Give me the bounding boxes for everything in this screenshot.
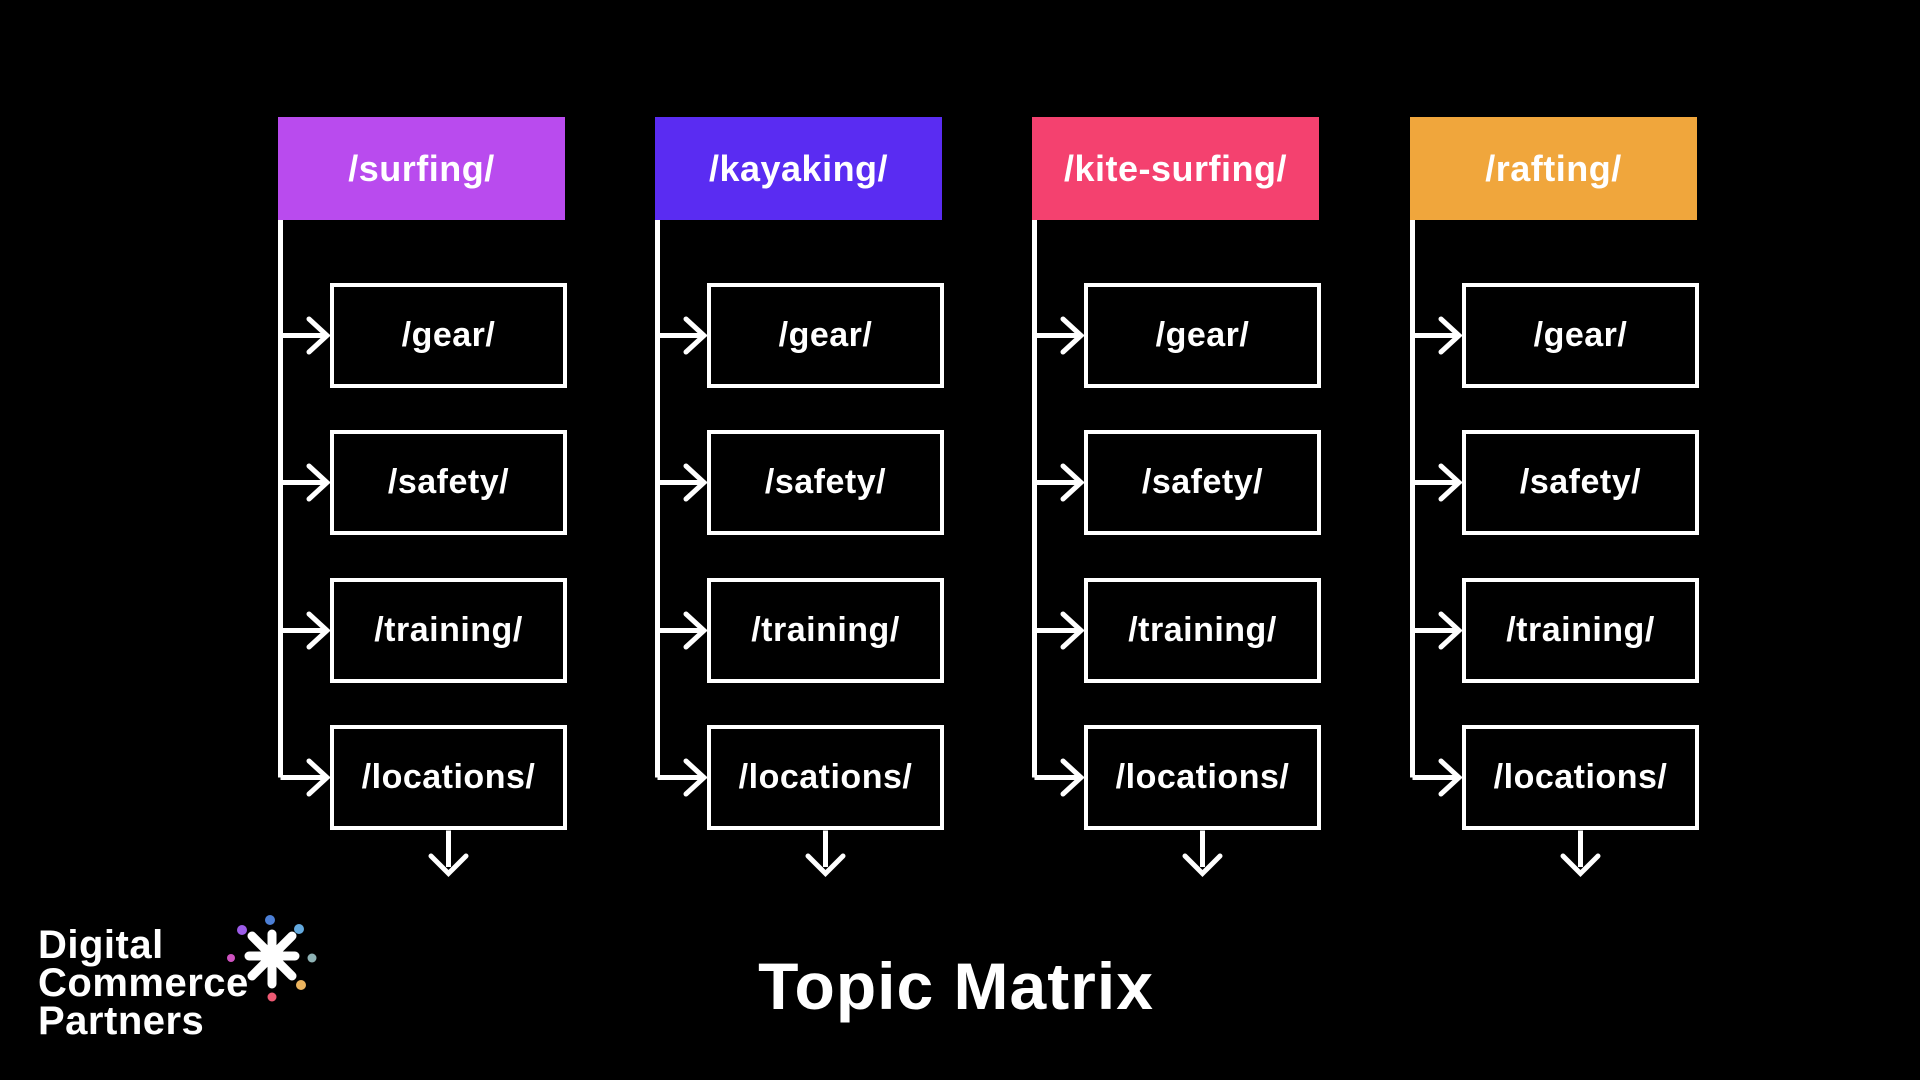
subtopic-box-safety: /safety/	[707, 430, 944, 535]
subtopic-label: /gear/	[1533, 316, 1628, 354]
subtopic-label: /safety/	[764, 463, 887, 501]
topic-label: /surfing/	[348, 147, 495, 189]
subtopic-label: /safety/	[1519, 463, 1642, 501]
subtopic-box-safety: /safety/	[1462, 430, 1699, 535]
subtopic-box-gear: /gear/	[707, 283, 944, 388]
brand-logo-line: Partners	[38, 999, 205, 1043]
subtopic-box-training: /training/	[1462, 578, 1699, 683]
logo-dot-top-right	[294, 924, 304, 934]
topic-column-kayaking: /kayaking/ /gear/ /safety/ /training/ /l…	[655, 117, 945, 892]
subtopic-label: /training/	[751, 611, 900, 649]
subtopic-label: /gear/	[401, 316, 496, 354]
subtopic-label: /safety/	[387, 463, 510, 501]
topic-column-surfing: /surfing/ /gear/ /safety/ /training/ /lo…	[278, 117, 568, 892]
topic-label: /kite-surfing/	[1063, 147, 1288, 189]
subtopic-label: /training/	[374, 611, 523, 649]
topic-header-surfing: /surfing/	[278, 117, 565, 220]
logo-dot-bottom	[267, 992, 277, 1002]
subtopic-box-safety: /safety/	[1084, 430, 1321, 535]
subtopic-label: /gear/	[778, 316, 873, 354]
logo-dot-top-left	[237, 925, 247, 935]
subtopic-label: /training/	[1506, 611, 1655, 649]
subtopic-box-locations: /locations/	[1084, 725, 1321, 830]
subtopic-box-training: /training/	[707, 578, 944, 683]
subtopic-box-locations: /locations/	[1462, 725, 1699, 830]
topic-header-kayaking: /kayaking/	[655, 117, 942, 220]
topic-column-rafting: /rafting/ /gear/ /safety/ /training/ /lo…	[1410, 117, 1700, 892]
slide-title: Topic Matrix	[758, 949, 1154, 1023]
topic-header-kite-surfing: /kite-surfing/	[1032, 117, 1319, 220]
subtopic-label: /locations/	[361, 758, 536, 796]
subtopic-box-gear: /gear/	[330, 283, 567, 388]
logo-dot-top	[265, 915, 275, 925]
topic-label: /rafting/	[1485, 147, 1622, 189]
logo-dot-left	[227, 954, 235, 962]
sparkle-asterisk-icon	[227, 915, 317, 1002]
subtopic-label: /training/	[1128, 611, 1277, 649]
brand-logo-text: Digital Commerce Partners	[38, 923, 249, 1043]
brand-logo-line: Digital	[38, 923, 164, 967]
subtopic-box-locations: /locations/	[330, 725, 567, 830]
subtopic-box-gear: /gear/	[1462, 283, 1699, 388]
subtopic-label: /safety/	[1141, 463, 1264, 501]
logo-dot-right	[307, 953, 317, 963]
topic-header-rafting: /rafting/	[1410, 117, 1697, 220]
subtopic-box-training: /training/	[330, 578, 567, 683]
subtopic-label: /locations/	[1115, 758, 1290, 796]
subtopic-label: /locations/	[1493, 758, 1668, 796]
subtopic-box-locations: /locations/	[707, 725, 944, 830]
topic-label: /kayaking/	[708, 147, 889, 189]
topic-column-kite-surfing: /kite-surfing/ /gear/ /safety/ /training…	[1032, 117, 1322, 892]
logo-dot-bottom-right	[296, 980, 306, 990]
subtopic-box-gear: /gear/	[1084, 283, 1321, 388]
brand-logo-line: Commerce	[38, 961, 249, 1005]
subtopic-label: /locations/	[738, 758, 913, 796]
subtopic-box-training: /training/	[1084, 578, 1321, 683]
subtopic-box-safety: /safety/	[330, 430, 567, 535]
subtopic-label: /gear/	[1155, 316, 1250, 354]
